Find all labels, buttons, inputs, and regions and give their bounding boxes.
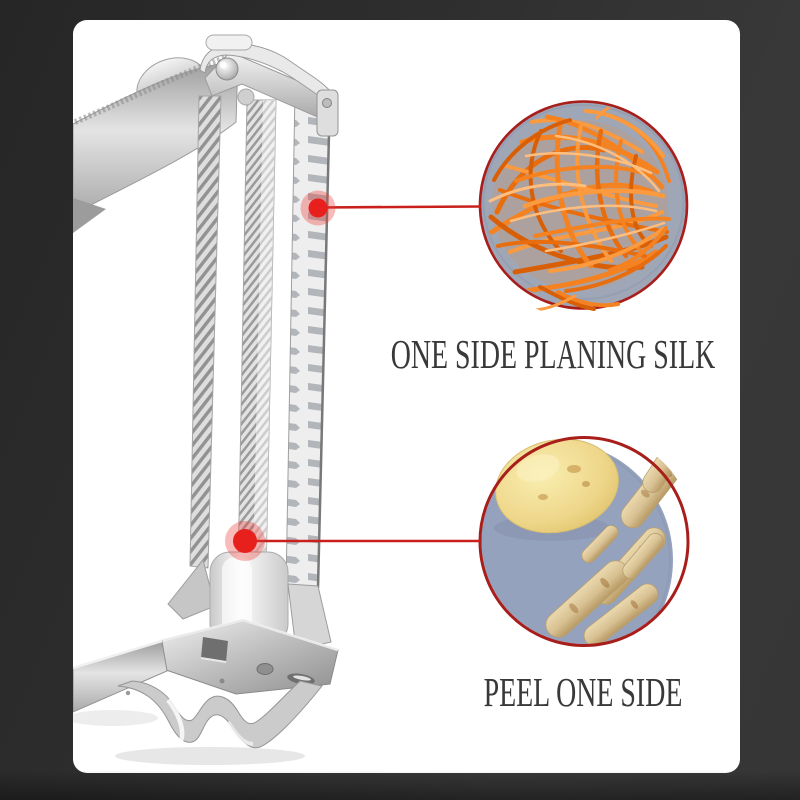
carrot-strand [533,294,577,312]
carrot-strand [544,221,666,253]
clamp-spring-flange [117,680,323,749]
flange-glint-left [166,698,185,742]
peel-strip [622,533,664,579]
carrot-strand [548,227,665,273]
callout-dot-bottom [233,529,257,553]
carrot-strand [518,249,659,294]
carrot-strand [530,118,644,154]
potato-highlight [516,454,560,482]
peel-blade-edge [316,91,332,589]
peeler-shadow [115,747,305,765]
peel-speckle [630,600,639,609]
peel-speckle [569,603,579,614]
flange-glint-right [226,720,254,746]
potato-eye [567,465,581,473]
carrot-strand [494,145,607,215]
carrot-strand [514,164,653,183]
carrot-plate-rim [482,104,685,300]
leader-line-top [317,205,482,209]
peel-speckle [640,489,650,498]
clamp-plate-highlight [159,618,339,652]
clamp-oval-glint [293,675,311,681]
carrot-strand [554,118,594,269]
callout-dot-top [308,198,328,218]
carrot-callout [478,100,689,312]
clamp-arm-highlight [73,639,163,670]
peel-strip [581,525,619,563]
carrot-strand [614,139,643,253]
carrot-strand [488,182,587,203]
carrot-strand [584,109,665,158]
peel-speckle [600,578,610,588]
peel-strip [583,583,659,647]
carrot-strand [608,226,668,272]
carrot-strand [556,290,620,308]
clamp-rivet [125,690,131,696]
potato-eye [582,481,590,487]
carrot-strand [564,244,668,293]
clamp-hole-glint [200,657,227,663]
clamp-round-hole [256,663,274,675]
rail-highlight [253,100,276,574]
pivot-cap [205,34,253,51]
frame-bottom-right [287,583,332,651]
neck-highlight [222,557,252,637]
carrot-strand [509,204,658,223]
potato-peel [622,533,664,579]
potato-peel [583,583,659,647]
carrot-strand [524,152,653,175]
peeler-shadow [73,710,158,726]
potato-peel [581,525,619,563]
carrot-strand [492,118,572,182]
carrot-strand [496,239,647,258]
pivot-knob-highlight [219,61,227,69]
carrot-callout-border [478,100,689,310]
blade-clip-bolt [322,98,332,108]
carrot-strand [522,188,666,209]
pivot-knob [215,57,239,81]
julienne-blade-left-rail [189,95,222,569]
potato-eye [538,494,548,500]
clamp-square-hole [201,637,228,662]
blade-clip [316,89,339,137]
peeler-photo [73,34,339,765]
carrot-strand [533,216,671,238]
handle-arm-underside [73,198,106,233]
label-planing-silk: ONE SIDE PLANING SILK [390,331,716,377]
crossbar-notch [237,88,255,106]
clamp-rivet [219,678,225,684]
handle-grip-texture [73,54,231,125]
carrot-shreds-photo [488,104,671,294]
label-peel-one-side: PEEL ONE SIDE [483,669,683,715]
carrot-strand [554,134,661,193]
carrot-strand [538,285,596,311]
carrot-overhang-strands [533,285,620,312]
